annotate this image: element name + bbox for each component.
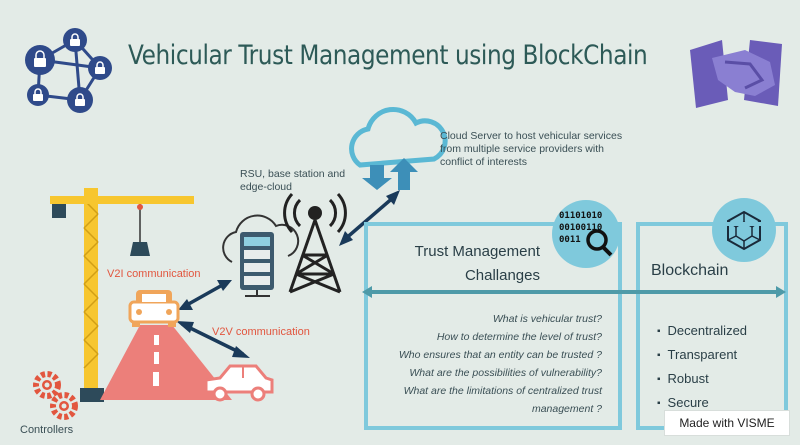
- blockchain-features-list: Decentralized Transparent Robust Secure: [657, 320, 748, 416]
- rsu-cloud-icon: [222, 214, 300, 263]
- car-front-icon: [128, 290, 180, 327]
- binary-text: 01101010 00100110 0011: [559, 210, 602, 246]
- cloud-server-label: Cloud Server to host vehicular services …: [440, 130, 623, 168]
- road-icon: [100, 325, 232, 400]
- binary-line: 0011: [559, 235, 581, 245]
- trust-questions-list: What is vehicular trust? How to determin…: [372, 310, 602, 418]
- feature-item: Robust: [657, 368, 747, 392]
- handshake-icon: [690, 40, 782, 108]
- trust-title-line1: Trust Management: [414, 243, 540, 260]
- trust-title-line2: Challanges: [464, 267, 540, 284]
- v2i-arrow: [178, 280, 232, 310]
- cell-tower-icon: [283, 192, 347, 294]
- binary-line: 01101010: [559, 211, 603, 221]
- made-with-visme-badge[interactable]: Made with VISME: [664, 410, 790, 436]
- v2i-label: V2I communication: [107, 268, 201, 280]
- divider-line: [368, 290, 780, 294]
- question-item: management ?: [531, 403, 602, 415]
- v2v-arrow: [176, 321, 250, 358]
- feature-item: Decentralized: [657, 320, 748, 344]
- page-title: Vehicular Trust Management using BlockCh…: [128, 40, 648, 71]
- magnifier-icon: [552, 200, 620, 268]
- question-item: What are the possibilities of vulnerabil…: [409, 367, 602, 379]
- crane-icon: [50, 188, 194, 402]
- question-item: Who ensures that an entity can be truste…: [398, 349, 602, 361]
- blockchain-cube-icon: [712, 198, 776, 262]
- controllers-label: Controllers: [20, 424, 74, 436]
- question-item: How to determine the level of trust?: [436, 331, 602, 343]
- trust-panel-title: Trust Management Challanges: [380, 240, 540, 288]
- network-lock-icon: [25, 28, 112, 113]
- feature-item: Secure: [657, 392, 747, 416]
- blockchain-panel-title: Blockchain: [651, 262, 729, 279]
- cloud-server-icon: [349, 106, 448, 190]
- server-rack-icon: [240, 232, 274, 297]
- car-side-icon: [204, 364, 274, 402]
- gears-icon: [33, 371, 78, 420]
- feature-item: Transparent: [657, 344, 747, 368]
- question-item: What are the limitations of centralized …: [403, 385, 602, 397]
- tower-cloud-arrow: [339, 190, 400, 246]
- trust-management-panel: [364, 222, 622, 430]
- question-item: What is vehicular trust?: [492, 313, 602, 325]
- rsu-label: RSU, base station and edge-cloud: [240, 168, 346, 193]
- binary-line: 00100110: [559, 223, 603, 233]
- v2v-label: V2V communication: [212, 326, 310, 338]
